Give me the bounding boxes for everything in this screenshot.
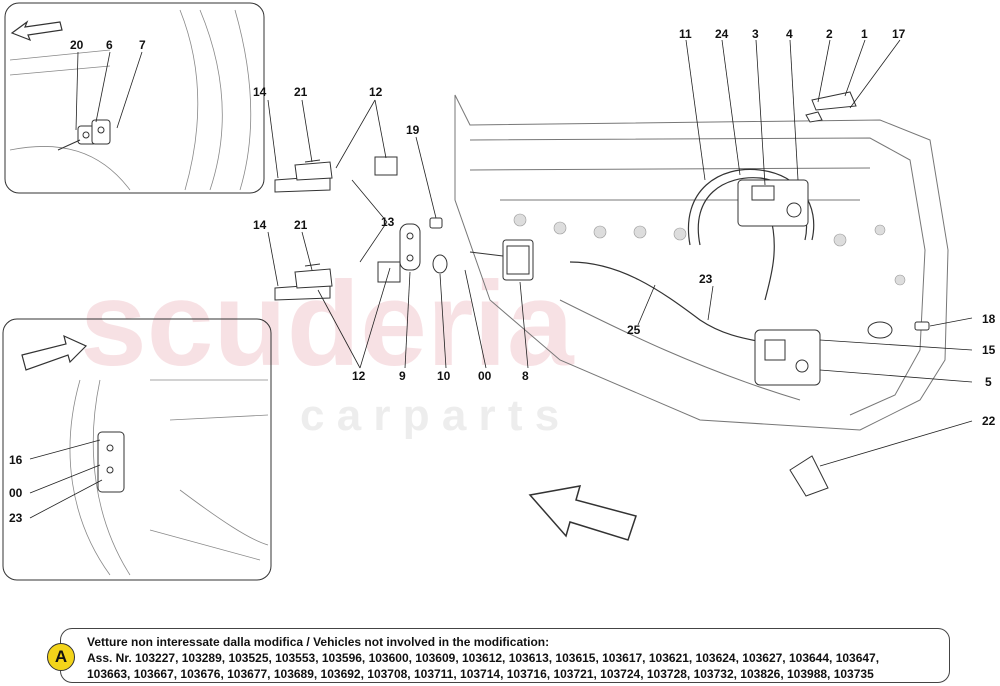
callout-8: 8: [522, 369, 529, 383]
inset-door-edge: [9, 9, 252, 191]
callout-5: 5: [985, 375, 992, 389]
callout-12-lower: 12: [352, 369, 366, 383]
callout-00-inset: 00: [9, 486, 23, 500]
callout-13: 13: [381, 215, 395, 229]
callout-2: 2: [826, 27, 833, 41]
callout-12-upper: 12: [369, 85, 383, 99]
arrow-icon: [21, 334, 88, 371]
note-box: A Vetture non interessate dalla modifica…: [47, 628, 950, 683]
callout-14-lower: 14: [253, 218, 267, 232]
callout-18: 18: [982, 312, 996, 326]
note-line-3: 103663, 103667, 103676, 103677, 103689, …: [87, 667, 874, 681]
hinge-icon: [57, 119, 111, 151]
arrow-icon: [528, 485, 637, 541]
callout-10: 10: [437, 369, 451, 383]
callout-24: 24: [715, 27, 729, 41]
callout-16: 16: [9, 453, 23, 467]
callout-25: 25: [627, 323, 641, 337]
clip-10: [432, 254, 448, 274]
hinge-upper: [274, 156, 398, 193]
inset-top-left: [4, 2, 265, 194]
callout-21-upper: 21: [294, 85, 308, 99]
callout-6: 6: [106, 38, 113, 52]
arrow-icon: [10, 20, 63, 42]
seal-9: [399, 223, 421, 271]
callout-19: 19: [406, 123, 420, 137]
callout-7: 7: [139, 38, 146, 52]
callout-21-lower: 21: [294, 218, 308, 232]
hinge-lower: [274, 261, 401, 301]
bolt-18: [867, 321, 930, 339]
cover-22: [789, 455, 829, 497]
callout-15: 15: [982, 343, 996, 357]
callout-20: 20: [70, 38, 84, 52]
callout-4: 4: [786, 27, 793, 41]
callout-1: 1: [861, 27, 868, 41]
callout-23-inset: 23: [9, 511, 23, 525]
check-strap-8: [469, 239, 534, 281]
watermark-sub: c a r p a r t s: [300, 391, 559, 440]
callout-11: 11: [679, 27, 692, 41]
inset-door-detail: [69, 379, 269, 576]
callout-17: 17: [892, 27, 906, 41]
note-line-2: Ass. Nr. 103227, 103289, 103525, 103553,…: [87, 651, 880, 665]
callout-3: 3: [752, 27, 759, 41]
callout-9: 9: [399, 369, 406, 383]
handle-2: [805, 91, 857, 123]
inset-bottom-left: [2, 318, 272, 581]
callout-00-center: 00: [478, 369, 492, 383]
latch-16: [97, 431, 125, 493]
callout-23-center: 23: [699, 272, 713, 286]
callout-22: 22: [982, 414, 996, 428]
callout-14-upper: 14: [253, 85, 267, 99]
note-badge: A: [47, 643, 75, 671]
note-line-1: Vetture non interessate dalla modifica /…: [87, 635, 550, 649]
bolt-19: [429, 217, 443, 229]
lock-mechanism: [737, 179, 821, 386]
